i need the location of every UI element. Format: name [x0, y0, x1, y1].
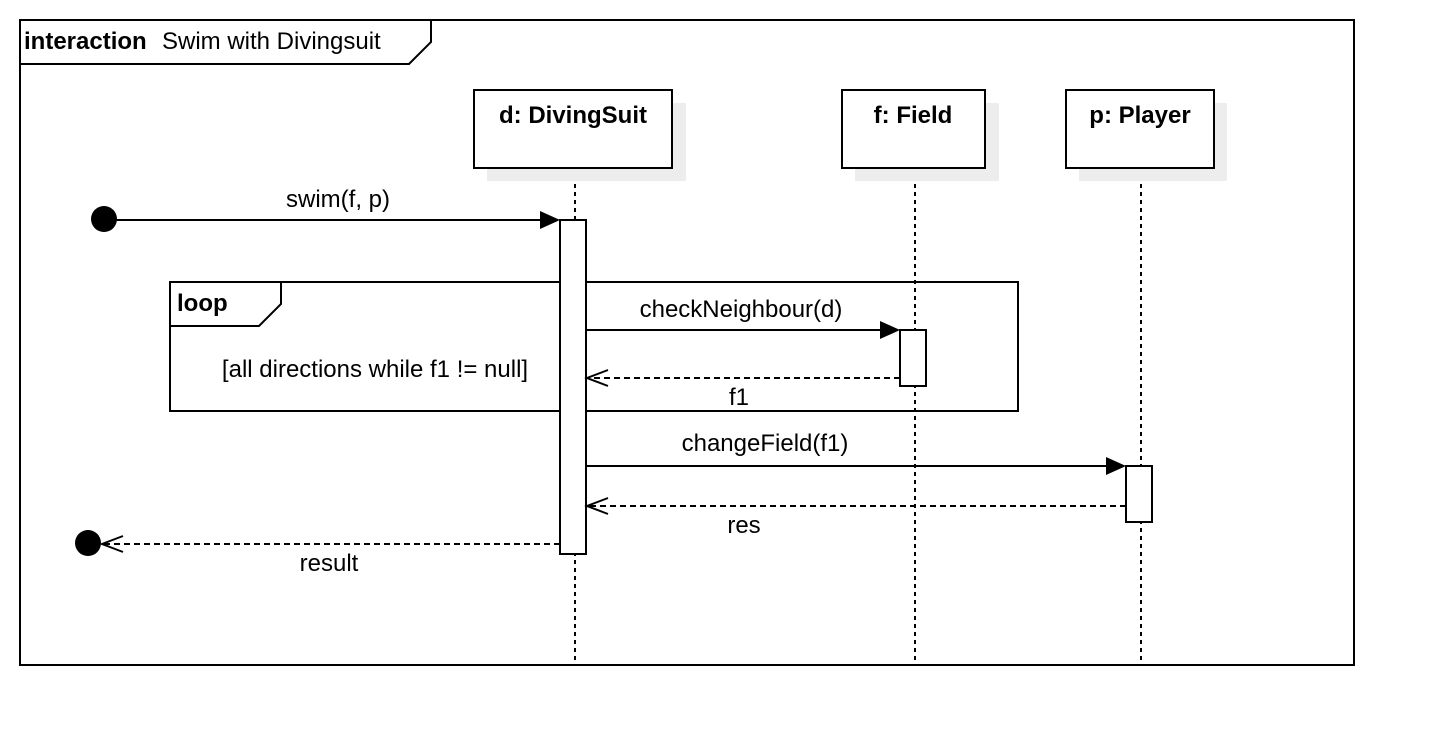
filled-arrowhead-icon: [880, 321, 900, 339]
return-res-label: res: [727, 512, 760, 539]
return-f1[interactable]: f1: [584, 369, 900, 411]
open-arrowhead-icon: [584, 369, 609, 387]
lifeline-head-box: [473, 89, 673, 169]
loop-keyword-tab: [170, 282, 282, 327]
message-check-neighbour[interactable]: checkNeighbour(d): [586, 296, 900, 339]
lifeline-field-label: f: Field: [874, 102, 953, 129]
loop-guard: [all directions while f1 != null]: [222, 356, 528, 383]
lost-message-end-dot: [75, 530, 101, 556]
frame-keyword: interaction: [24, 28, 147, 55]
message-swim-label: swim(f, p): [286, 186, 390, 213]
lifeline-head-box: [1065, 89, 1215, 169]
message-swim[interactable]: swim(f, p): [91, 186, 560, 232]
message-change-field[interactable]: changeField(f1): [586, 430, 1126, 475]
lifeline-head-divingsuit[interactable]: d: DivingSuit: [473, 89, 686, 181]
loop-fragment[interactable]: loop [all directions while f1 != null]: [169, 281, 1019, 412]
lifeline-divingsuit-label: d: DivingSuit: [499, 102, 647, 129]
frame-name-tab: [20, 20, 432, 65]
filled-arrowhead-icon: [540, 211, 560, 229]
activation-bar-field[interactable]: [899, 329, 927, 387]
frame-title: Swim with Divingsuit: [162, 28, 381, 55]
lifeline-player-label: p: Player: [1089, 102, 1190, 129]
lifeline-head-player[interactable]: p: Player: [1065, 89, 1227, 181]
lifeline-head-box: [841, 89, 986, 169]
message-change-field-label: changeField(f1): [682, 430, 849, 457]
return-f1-label: f1: [729, 384, 749, 411]
lifeline-head-field[interactable]: f: Field: [841, 89, 999, 181]
return-res[interactable]: res: [584, 497, 1126, 539]
activation-bar-divingsuit[interactable]: [559, 219, 587, 555]
open-arrowhead-icon: [99, 535, 124, 553]
loop-keyword: loop: [177, 290, 228, 317]
filled-arrowhead-icon: [1106, 457, 1126, 475]
loop-fragment-border: [169, 281, 1019, 412]
message-check-neighbour-label: checkNeighbour(d): [640, 296, 843, 323]
return-result-label: result: [300, 550, 359, 577]
open-arrowhead-icon: [584, 497, 609, 515]
activation-bar-player[interactable]: [1125, 465, 1153, 523]
return-result[interactable]: result: [75, 530, 560, 577]
